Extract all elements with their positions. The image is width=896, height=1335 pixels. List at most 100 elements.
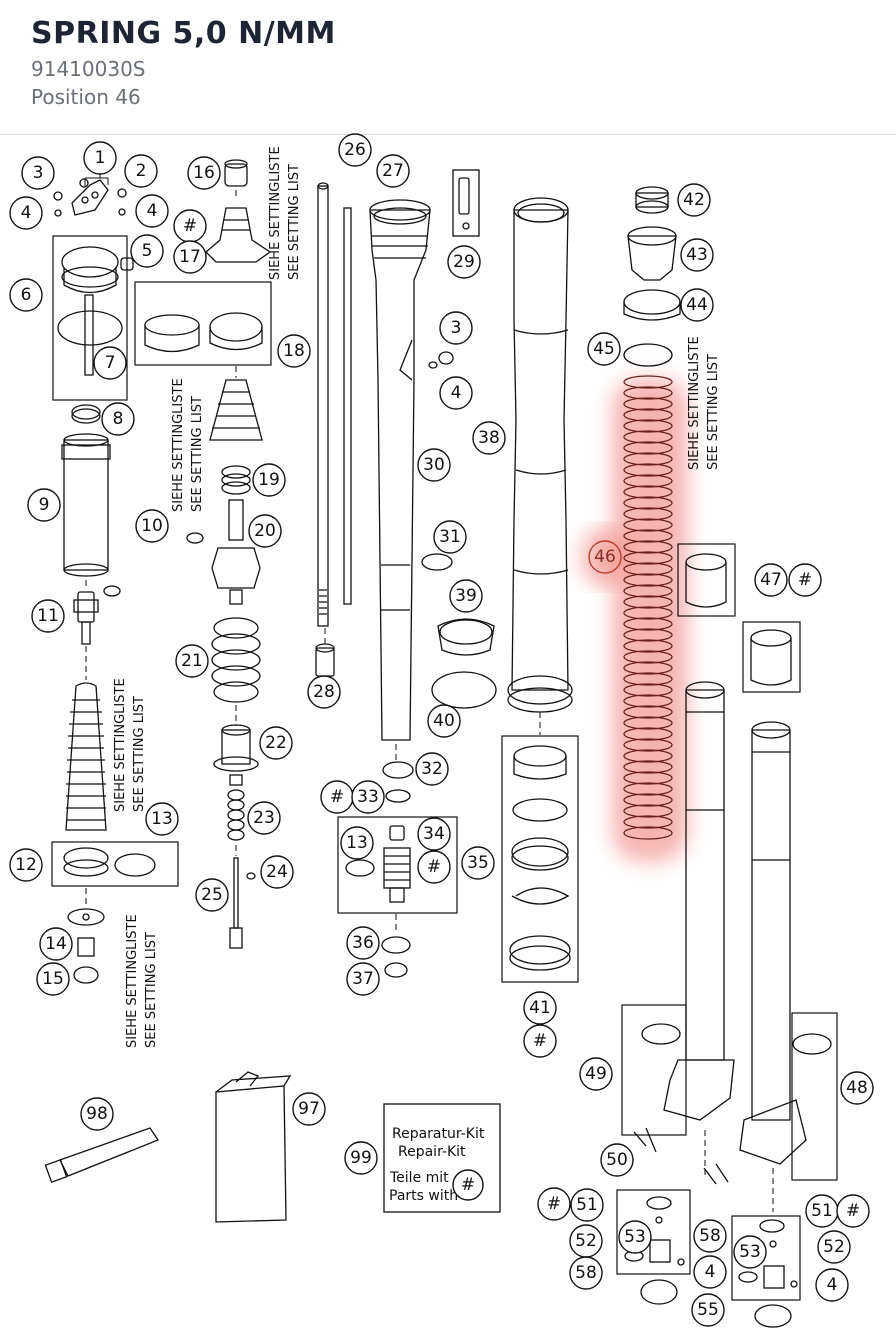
- svg-text:58: 58: [699, 1226, 721, 1246]
- callout-4: 4: [439, 376, 473, 410]
- callout-kit: #: [788, 563, 822, 597]
- callout-15: 15: [36, 962, 70, 996]
- svg-text:35: 35: [467, 853, 489, 873]
- spring-coil: [623, 606, 673, 620]
- callout-58: 58: [693, 1219, 727, 1253]
- svg-text:26: 26: [344, 140, 366, 160]
- callout-50: 50: [600, 1143, 634, 1177]
- svg-text:SEE SETTING LIST: SEE SETTING LIST: [287, 164, 302, 280]
- svg-text:28: 28: [313, 682, 335, 702]
- svg-text:21: 21: [181, 651, 203, 671]
- callout-4: 4: [693, 1255, 727, 1289]
- spring-coil: [623, 716, 673, 730]
- spring-coil: [623, 650, 673, 664]
- svg-text:3: 3: [451, 318, 462, 338]
- callout-55: 55: [691, 1293, 725, 1327]
- svg-text:97: 97: [298, 1099, 320, 1119]
- callout-98: 98: [80, 1097, 114, 1131]
- spring-coil: [623, 771, 673, 785]
- svg-text:24: 24: [266, 862, 288, 882]
- svg-text:3: 3: [33, 163, 44, 183]
- spring-coil: [623, 397, 673, 411]
- kit-line-4: Parts with: [389, 1188, 458, 1204]
- svg-text:19: 19: [258, 470, 280, 490]
- svg-text:34: 34: [423, 824, 445, 844]
- svg-text:11: 11: [37, 606, 59, 626]
- callout-42: 42: [677, 183, 711, 217]
- svg-text:4: 4: [827, 1275, 838, 1295]
- part-number: 91410030S: [31, 57, 146, 81]
- spring-coil: [623, 485, 673, 499]
- svg-text:46: 46: [594, 547, 616, 567]
- callout-34: 34: [417, 817, 451, 851]
- spring-coil: [623, 441, 673, 455]
- svg-text:SIEHE SETTINGLISTE: SIEHE SETTINGLISTE: [687, 336, 702, 470]
- callout-41: 41: [523, 991, 557, 1025]
- callout-32: 32: [415, 752, 449, 786]
- svg-text:43: 43: [686, 245, 708, 265]
- callout-40: 40: [427, 704, 461, 738]
- svg-text:48: 48: [846, 1078, 868, 1098]
- callout-5: 5: [130, 234, 164, 268]
- dust-boot-left: [51, 682, 179, 984]
- svg-text:53: 53: [624, 1227, 646, 1247]
- svg-text:40: 40: [433, 711, 455, 731]
- callout-4: 4: [135, 194, 169, 228]
- callout-47: 47: [754, 563, 788, 597]
- callout-26: 26: [338, 133, 372, 167]
- svg-text:51: 51: [811, 1201, 833, 1221]
- spring-coil: [623, 661, 673, 675]
- spring-coil: [623, 518, 673, 532]
- callout-52: 52: [569, 1224, 603, 1258]
- svg-text:30: 30: [423, 455, 445, 475]
- spring-coil: [623, 584, 673, 598]
- callout-14: 14: [39, 927, 73, 961]
- outer-tube: [501, 197, 579, 983]
- spring-coil: [623, 617, 673, 631]
- kit-symbol-callout: #: [452, 1169, 484, 1201]
- svg-text:37: 37: [352, 969, 374, 989]
- spring-coil: [623, 804, 673, 818]
- spring-coil: [623, 793, 673, 807]
- svg-text:4: 4: [21, 203, 32, 223]
- spring-coil: [623, 628, 673, 642]
- kit-line-3: Teile mit: [389, 1170, 449, 1186]
- svg-text:58: 58: [575, 1263, 597, 1283]
- svg-text:16: 16: [193, 163, 215, 183]
- spring-coil: [623, 639, 673, 653]
- page-title: SPRING 5,0 N/MM: [31, 16, 336, 51]
- svg-text:52: 52: [823, 1237, 845, 1257]
- callout-97: 97: [292, 1092, 326, 1126]
- svg-text:33: 33: [357, 787, 379, 807]
- svg-text:99: 99: [350, 1148, 372, 1168]
- callout-45: 45: [587, 332, 621, 366]
- svg-text:36: 36: [352, 933, 374, 953]
- spring-coil: [623, 782, 673, 796]
- callout-kit: #: [173, 209, 207, 243]
- top-cap-assembly: [52, 170, 204, 680]
- callout-8: 8: [101, 402, 135, 436]
- spring-coil: [623, 760, 673, 774]
- inner-tubes: [616, 543, 838, 1328]
- svg-text:10: 10: [141, 516, 163, 536]
- svg-text:98: 98: [86, 1104, 108, 1124]
- callout-38: 38: [472, 421, 506, 455]
- callout-43: 43: [680, 238, 714, 272]
- callout-23: 23: [247, 801, 281, 835]
- svg-text:53: 53: [739, 1242, 761, 1262]
- callout-28: 28: [307, 675, 341, 709]
- callout-51: 51: [805, 1194, 839, 1228]
- svg-text:#: #: [547, 1194, 561, 1214]
- callout-3: 3: [439, 311, 473, 345]
- svg-text:9: 9: [39, 495, 50, 515]
- svg-text:SIEHE SETTINGLISTE: SIEHE SETTINGLISTE: [171, 378, 186, 512]
- spring-stack: [623, 186, 681, 840]
- spring-coil: [623, 815, 673, 829]
- spring-coil: [623, 463, 673, 477]
- callout-kit: #: [417, 850, 451, 884]
- callout-9: 9: [27, 488, 61, 522]
- callout-99: 99: [344, 1141, 378, 1175]
- svg-text:1: 1: [95, 148, 106, 168]
- kit-line-2: Repair-Kit: [398, 1144, 466, 1160]
